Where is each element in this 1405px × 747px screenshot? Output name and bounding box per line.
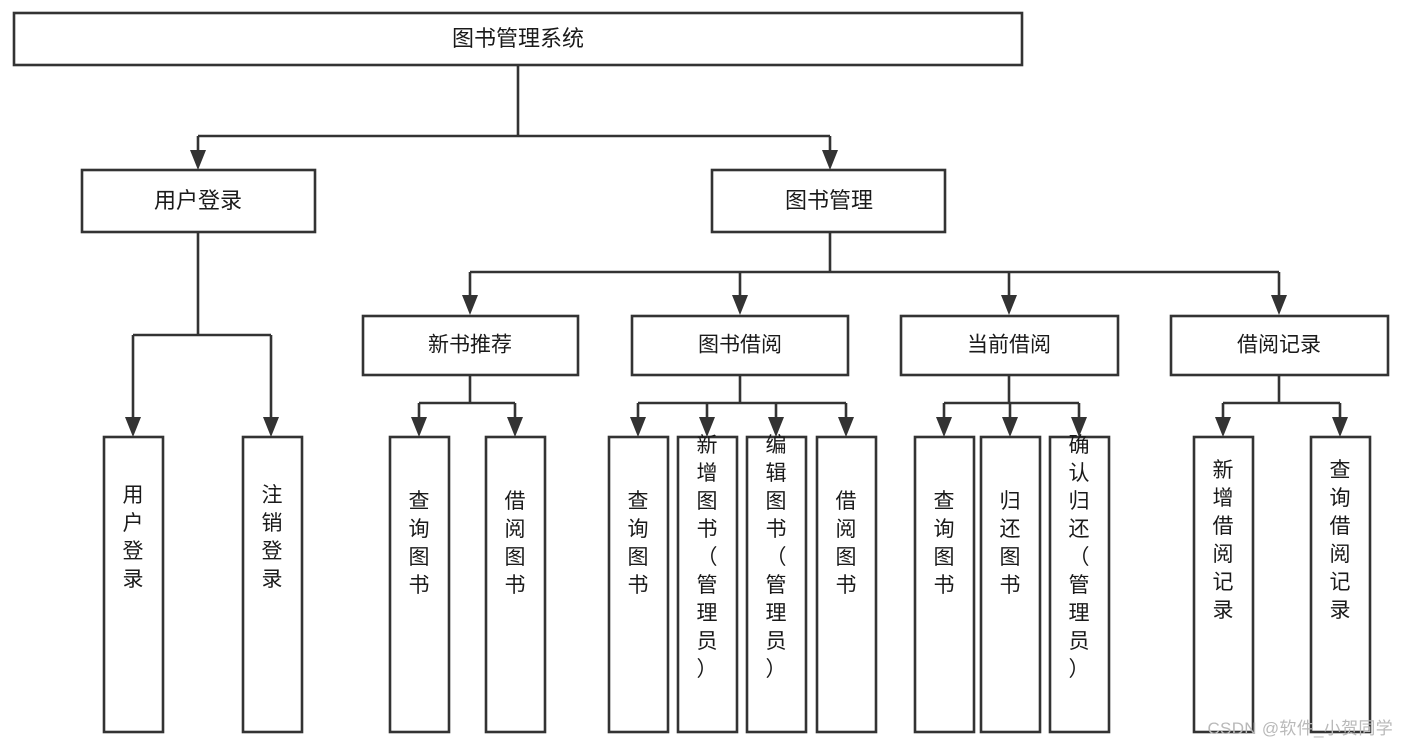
leaf-confirm-return[interactable]: 确认归还（管理员） — [1048, 434, 1111, 734]
node-root[interactable]: 图书管理系统 — [12, 11, 1024, 67]
leaf-edit-book-box[interactable] — [745, 435, 808, 734]
leaf-return-book[interactable]: 归还图书 — [979, 435, 1042, 734]
leaf-edit-book-label: 编辑图书（管理员） — [766, 434, 787, 681]
user-login-label: 用户登录 — [154, 188, 242, 213]
arrow-current-borrow-to-confirm-return — [1071, 417, 1087, 437]
node-user-login[interactable]: 用户登录 — [80, 168, 317, 234]
leaf-logout-login-label: 注销登录 — [262, 484, 283, 591]
leaf-user-login-label: 用户登录 — [123, 484, 144, 591]
current-borrow-label: 当前借阅 — [967, 334, 1051, 357]
leaf-query-book-3-label: 查询图书 — [934, 490, 955, 597]
leaf-query-book-2[interactable]: 查询图书 — [607, 435, 670, 734]
arrow-borrow-record-to-add-record — [1215, 417, 1231, 437]
borrow-record-box[interactable] — [1169, 314, 1390, 377]
leaf-query-book-1[interactable]: 查询图书 — [388, 435, 451, 734]
arrow-bm-to-current-borrow — [1001, 295, 1017, 315]
leaf-query-book-2-label: 查询图书 — [628, 490, 649, 597]
leaf-query-record-label: 查询借阅记录 — [1330, 459, 1351, 622]
arrow-new-book-to-query-book — [411, 417, 427, 437]
leaf-user-login-box[interactable] — [102, 435, 165, 734]
root-box[interactable] — [12, 11, 1024, 67]
leaf-edit-book[interactable]: 编辑图书（管理员） — [745, 434, 808, 734]
arrow-bm-to-new-book — [462, 295, 478, 315]
connector-layer — [125, 65, 1348, 437]
arrow-book-borrow-to-query-book — [630, 417, 646, 437]
book-borrow-box[interactable] — [630, 314, 850, 377]
leaf-borrow-book-2-box[interactable] — [815, 435, 878, 734]
new-book-recommend-label: 新书推荐 — [428, 334, 512, 357]
watermark-text: CSDN @软件_小贺同学 — [1207, 719, 1393, 738]
leaf-confirm-return-box[interactable] — [1048, 435, 1111, 734]
leaf-add-book-box[interactable] — [676, 435, 739, 734]
arrow-book-borrow-to-add-book — [699, 417, 715, 437]
leaf-query-book-1-label: 查询图书 — [409, 490, 430, 597]
leaf-query-record[interactable]: 查询借阅记录 — [1309, 435, 1372, 734]
root-label: 图书管理系统 — [452, 26, 584, 51]
leaf-borrow-book-2[interactable]: 借阅图书 — [815, 435, 878, 734]
arrow-current-borrow-to-return-book — [1002, 417, 1018, 437]
node-book-management[interactable]: 图书管理 — [710, 168, 947, 234]
arrow-bm-to-borrow-record — [1271, 295, 1287, 315]
node-new-book-recommend[interactable]: 新书推荐 — [361, 314, 580, 377]
leaf-query-book-3[interactable]: 查询图书 — [913, 435, 976, 734]
leaf-query-record-box[interactable] — [1309, 435, 1372, 734]
borrow-record-label: 借阅记录 — [1237, 334, 1321, 357]
arrow-current-borrow-to-query-book — [936, 417, 952, 437]
leaf-add-record[interactable]: 新增借阅记录 — [1192, 435, 1255, 734]
leaf-user-login[interactable]: 用户登录 — [102, 435, 165, 734]
arrow-user-login-to-leaf-logout-login — [263, 417, 279, 437]
leaf-logout-login[interactable]: 注销登录 — [241, 435, 304, 734]
leaf-borrow-book-1-label: 借阅图书 — [505, 490, 526, 597]
leaf-return-book-label: 归还图书 — [1000, 490, 1021, 597]
leaf-query-book-1-box[interactable] — [388, 435, 451, 734]
leaf-return-book-box[interactable] — [979, 435, 1042, 734]
leaf-add-book-label: 新增图书（管理员） — [697, 434, 718, 681]
book-management-box[interactable] — [710, 168, 947, 234]
book-borrow-label: 图书借阅 — [698, 334, 782, 357]
arrow-root-to-book-management — [822, 150, 838, 170]
node-current-borrow[interactable]: 当前借阅 — [899, 314, 1120, 377]
leaf-confirm-return-label: 确认归还（管理员） — [1069, 434, 1090, 681]
node-book-borrow[interactable]: 图书借阅 — [630, 314, 850, 377]
leaf-logout-login-box[interactable] — [241, 435, 304, 734]
node-borrow-record[interactable]: 借阅记录 — [1169, 314, 1390, 377]
leaf-borrow-book-1-box[interactable] — [484, 435, 547, 734]
new-book-recommend-box[interactable] — [361, 314, 580, 377]
arrow-book-borrow-to-edit-book — [768, 417, 784, 437]
arrow-borrow-record-to-query-record — [1332, 417, 1348, 437]
leaf-query-book-2-box[interactable] — [607, 435, 670, 734]
current-borrow-box[interactable] — [899, 314, 1120, 377]
leaf-query-book-3-box[interactable] — [913, 435, 976, 734]
arrow-book-borrow-to-borrow-book — [838, 417, 854, 437]
leaf-borrow-book-2-label: 借阅图书 — [836, 490, 857, 597]
arrow-root-to-user-login — [190, 150, 206, 170]
leaf-add-record-label: 新增借阅记录 — [1213, 459, 1234, 622]
arrow-new-book-to-borrow-book — [507, 417, 523, 437]
leaf-add-record-box[interactable] — [1192, 435, 1255, 734]
book-management-label: 图书管理 — [785, 188, 873, 213]
arrow-user-login-to-leaf-user-login — [125, 417, 141, 437]
arrow-bm-to-book-borrow — [732, 295, 748, 315]
leaf-borrow-book-1[interactable]: 借阅图书 — [484, 435, 547, 734]
leaf-add-book[interactable]: 新增图书（管理员） — [676, 434, 739, 734]
user-login-box[interactable] — [80, 168, 317, 234]
